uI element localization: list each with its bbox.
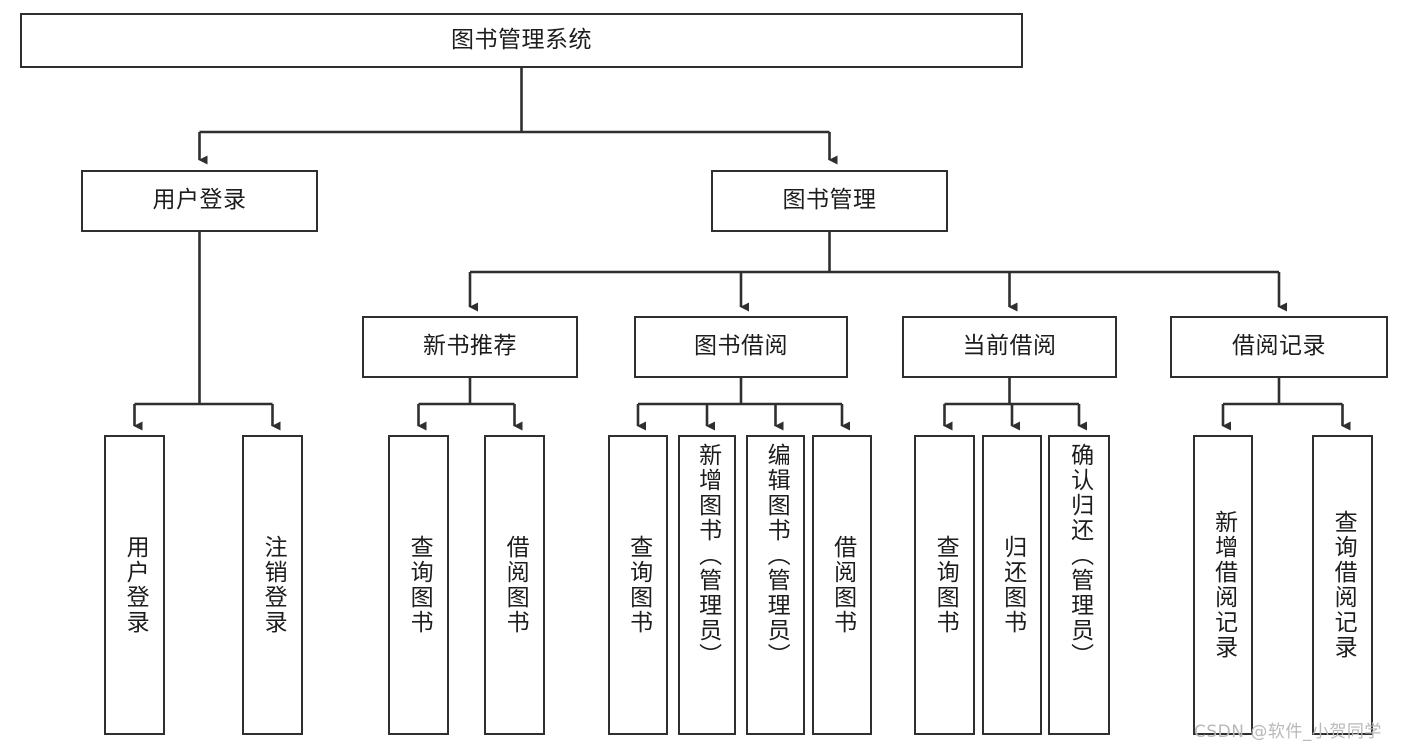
node-leaf-add-borrow-record-label: 新增借阅记录 xyxy=(1210,510,1237,660)
node-leaf-query-book-borrow-label: 查询图书 xyxy=(625,535,652,635)
node-leaf-query-book-current[interactable]: 查询图书 xyxy=(914,435,975,735)
node-leaf-add-book-admin-label: 新增图书（管理员） xyxy=(694,443,721,668)
node-leaf-add-book-admin[interactable]: 新增图书（管理员） xyxy=(678,435,736,735)
node-root[interactable]: 图书管理系统 xyxy=(20,13,1023,68)
node-leaf-return-book-label: 归还图书 xyxy=(999,535,1026,635)
node-leaf-logout-login-label: 注销登录 xyxy=(260,535,287,635)
node-leaf-logout-login[interactable]: 注销登录 xyxy=(242,435,303,735)
node-current-borrow-label: 当前借阅 xyxy=(962,333,1057,360)
node-leaf-add-borrow-record[interactable]: 新增借阅记录 xyxy=(1193,435,1253,735)
node-leaf-edit-book-admin-label: 编辑图书（管理员） xyxy=(763,443,790,668)
node-book-manage-label: 图书管理 xyxy=(782,187,877,214)
node-book-borrow[interactable]: 图书借阅 xyxy=(634,316,848,378)
node-new-book-rec-label: 新书推荐 xyxy=(423,333,517,360)
node-borrow-record[interactable]: 借阅记录 xyxy=(1170,316,1388,378)
node-leaf-user-login-label: 用户登录 xyxy=(122,535,149,635)
node-book-manage[interactable]: 图书管理 xyxy=(711,170,948,232)
node-leaf-return-book[interactable]: 归还图书 xyxy=(982,435,1042,735)
node-new-book-rec[interactable]: 新书推荐 xyxy=(362,316,578,378)
csdn-watermark-text: CSDN @软件_小贺同学 xyxy=(1194,722,1382,742)
node-borrow-record-label: 借阅记录 xyxy=(1232,333,1326,360)
node-leaf-borrow-book-rec[interactable]: 借阅图书 xyxy=(484,435,545,735)
node-leaf-query-borrow-record[interactable]: 查询借阅记录 xyxy=(1312,435,1373,735)
node-book-borrow-label: 图书借阅 xyxy=(694,333,788,360)
node-root-label: 图书管理系统 xyxy=(451,26,592,53)
node-leaf-query-borrow-record-label: 查询借阅记录 xyxy=(1330,510,1357,660)
node-user-login[interactable]: 用户登录 xyxy=(81,170,318,232)
connectors xyxy=(133,68,1351,431)
node-leaf-borrow-book[interactable]: 借阅图书 xyxy=(812,435,872,735)
node-current-borrow[interactable]: 当前借阅 xyxy=(902,316,1117,378)
node-leaf-edit-book-admin[interactable]: 编辑图书（管理员） xyxy=(746,435,805,735)
node-leaf-confirm-return-admin-label: 确认归还（管理员） xyxy=(1066,443,1093,668)
node-leaf-query-book-current-label: 查询图书 xyxy=(932,535,959,635)
node-leaf-query-book-rec-label: 查询图书 xyxy=(406,535,433,635)
node-leaf-confirm-return-admin[interactable]: 确认归还（管理员） xyxy=(1048,435,1110,735)
node-user-login-label: 用户登录 xyxy=(152,187,247,214)
node-leaf-query-book-borrow[interactable]: 查询图书 xyxy=(608,435,668,735)
node-leaf-query-book-rec[interactable]: 查询图书 xyxy=(388,435,449,735)
node-leaf-borrow-book-label: 借阅图书 xyxy=(829,535,856,635)
csdn-watermark: CSDN @软件_小贺同学 xyxy=(1194,717,1382,742)
node-leaf-user-login[interactable]: 用户登录 xyxy=(104,435,165,735)
node-leaf-borrow-book-rec-label: 借阅图书 xyxy=(502,535,529,635)
